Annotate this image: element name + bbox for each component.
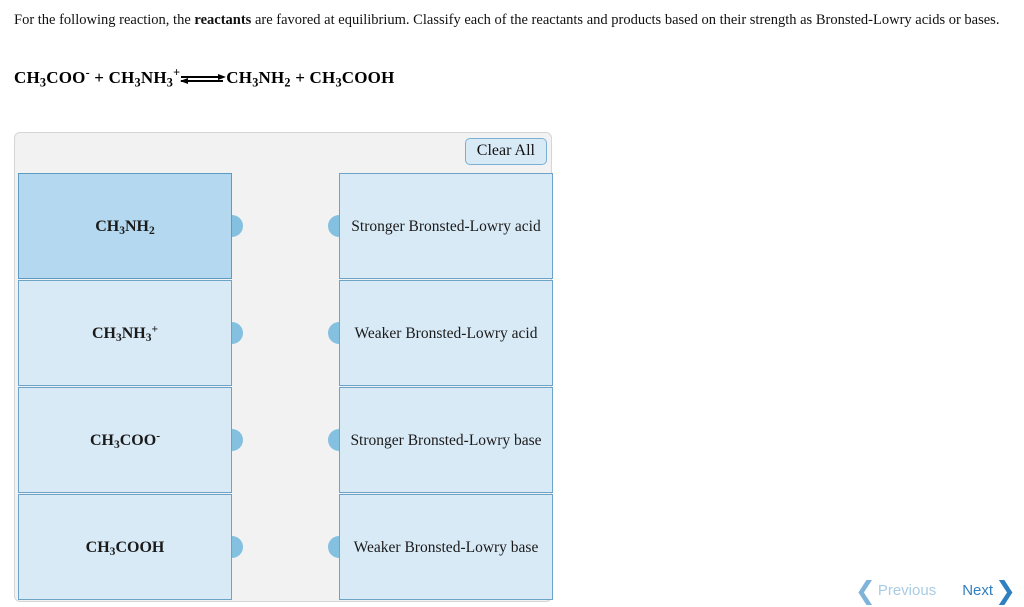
chevron-right-icon: ❯	[995, 576, 1016, 605]
prompt-text-part2: are favored at equilibrium. Classify eac…	[251, 12, 1000, 28]
r2-charge: +	[173, 65, 181, 80]
equation-product-2: CH3COOH	[309, 68, 395, 90]
tile-stronger-acid[interactable]: Stronger Bronsted-Lowry acid	[328, 173, 553, 279]
tile-weaker-acid[interactable]: Weaker Bronsted-Lowry acid	[328, 280, 553, 386]
connector-dot-left[interactable]	[328, 536, 339, 558]
connector-dot-left[interactable]	[328, 322, 339, 344]
connector-dot-right[interactable]	[232, 322, 243, 344]
tile-ch3cooh-label: CH3COOH	[85, 538, 165, 558]
connector-dot-left[interactable]	[328, 215, 339, 237]
equation-plus-1: +	[94, 68, 105, 87]
tile-stronger-base-label: Stronger Bronsted-Lowry base	[350, 431, 542, 449]
tile-weaker-base[interactable]: Weaker Bronsted-Lowry base	[328, 494, 553, 600]
left-column-items: CH3NH2 CH3NH3+ CH3COO- CH3COOH	[18, 173, 243, 601]
r1-mid: COO	[46, 68, 86, 87]
widget-toolbar: Clear All	[464, 138, 547, 172]
tile-ch3coo-minus-label: CH3COO-	[89, 429, 161, 451]
previous-button[interactable]: ❮ Previous	[855, 578, 936, 603]
connector-dot-left[interactable]	[328, 429, 339, 451]
p2-mid: COOH	[341, 68, 395, 87]
equation-reactant-1: CH3COO-	[14, 65, 90, 90]
r1-sub1: 3	[39, 75, 47, 90]
chevron-left-icon: ❮	[854, 576, 876, 605]
r2-sub1: 3	[134, 75, 141, 90]
previous-button-label: Previous	[877, 582, 937, 599]
question-prompt: For the following reaction, the reactant…	[14, 10, 1010, 30]
equation-reactant-2: CH3NH3+	[108, 65, 181, 90]
tile-ch3nh3-plus[interactable]: CH3NH3+	[18, 280, 243, 386]
equation-product-1: CH3NH2	[226, 68, 291, 90]
p1-sub1: 3	[252, 75, 259, 90]
connector-dot-right[interactable]	[232, 429, 243, 451]
r2-mid: NH	[140, 68, 167, 87]
r2-base: CH	[108, 68, 135, 87]
p1-mid: NH	[258, 68, 285, 87]
r2-sub2: 3	[166, 75, 174, 90]
next-button[interactable]: Next ❯	[962, 578, 1016, 603]
tile-stronger-base[interactable]: Stronger Bronsted-Lowry base	[328, 387, 553, 493]
p1-sub2: 2	[284, 75, 291, 90]
r1-base: CH	[14, 68, 40, 87]
tile-ch3cooh[interactable]: CH3COOH	[18, 494, 243, 600]
next-button-label: Next	[962, 582, 994, 599]
r1-charge: -	[85, 65, 90, 80]
connector-dot-right[interactable]	[232, 215, 243, 237]
clear-all-button[interactable]: Clear All	[464, 138, 547, 166]
tile-ch3nh2-label: CH3NH2	[95, 217, 155, 237]
connector-dot-right[interactable]	[232, 536, 243, 558]
equilibrium-arrow-icon	[180, 72, 227, 86]
pagination-controls: ❮ Previous Next ❯	[855, 578, 1016, 603]
prompt-emphasis: reactants	[194, 12, 252, 28]
tile-ch3nh2[interactable]: CH3NH2	[18, 173, 243, 279]
reaction-equation: CH3COO- + CH3NH3+CH3NH2 + CH3COOH	[14, 65, 395, 90]
tile-ch3coo-minus[interactable]: CH3COO-	[18, 387, 243, 493]
tile-weaker-acid-label: Weaker Bronsted-Lowry acid	[354, 324, 538, 342]
equation-plus-2: +	[295, 68, 306, 87]
tile-stronger-acid-label: Stronger Bronsted-Lowry acid	[351, 217, 541, 235]
p1-base: CH	[226, 68, 253, 87]
right-column-items: Stronger Bronsted-Lowry acid Weaker Bron…	[328, 173, 553, 601]
tile-ch3nh3-plus-label: CH3NH3+	[91, 322, 159, 344]
p2-sub1: 3	[335, 75, 342, 90]
prompt-text-part1: For the following reaction, the	[14, 12, 195, 28]
tile-weaker-base-label: Weaker Bronsted-Lowry base	[353, 538, 539, 556]
p2-base: CH	[309, 68, 336, 87]
matching-widget: Clear All CH3NH2 CH3NH3+ CH3COO- CH3COOH…	[14, 132, 553, 602]
